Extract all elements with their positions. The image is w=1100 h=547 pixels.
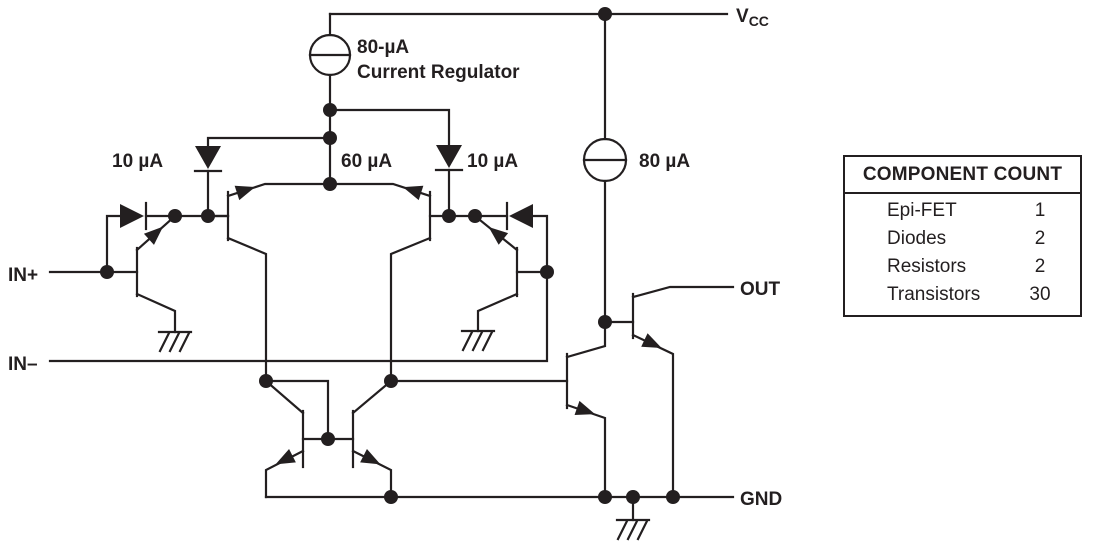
vcc-pin-label: VCC	[736, 6, 769, 29]
component-count-title: COMPONENT COUNT	[845, 157, 1080, 194]
component-count-value: 2	[1034, 228, 1046, 249]
ground-symbol	[460, 329, 496, 352]
table-row: Diodes 2	[845, 225, 1080, 253]
regulator-value-label: 80-µA	[357, 37, 409, 58]
table-row: Transistors 30	[845, 281, 1080, 309]
emitter-arrow	[400, 179, 424, 201]
out-pin-label: OUT	[740, 279, 781, 300]
output-current-source	[582, 12, 628, 324]
left-middle-transistor	[206, 190, 268, 383]
component-name: Resistors	[887, 256, 967, 277]
regulator-name-label: Current Regulator	[357, 62, 520, 83]
table-row: Epi-FET 1	[845, 197, 1080, 225]
left-current-label: 10 µA	[112, 151, 163, 172]
tail-node-wires	[226, 179, 432, 201]
right-current-label: 10 µA	[467, 151, 518, 172]
driver-transistor	[389, 320, 607, 499]
emitter-arrow	[360, 449, 384, 471]
left-bias-diode	[193, 136, 332, 218]
junction-dots	[100, 7, 680, 504]
current-regulator	[308, 12, 352, 186]
output-transistor	[603, 285, 735, 499]
component-count-value: 1	[1034, 200, 1046, 221]
in-plus-pin-label: IN+	[8, 265, 38, 286]
component-name: Diodes	[887, 228, 947, 249]
emitter-arrow	[641, 333, 665, 355]
ground-symbol	[615, 518, 651, 541]
output-current-label: 80 µA	[639, 151, 690, 172]
ground-symbol	[157, 330, 193, 353]
component-count-table: COMPONENT COUNT Epi-FET 1 Diodes 2 Resis…	[843, 155, 1082, 317]
emitter-arrow	[574, 400, 598, 422]
in-plus-branch	[48, 201, 230, 353]
component-count-value: 2	[1034, 256, 1046, 277]
emitter-arrow	[234, 179, 258, 201]
table-row: Resistors 2	[845, 253, 1080, 281]
right-bias-diode	[328, 108, 464, 218]
component-count-value: 30	[1029, 284, 1051, 305]
bottom-current-mirror	[264, 379, 393, 499]
component-name: Transistors	[887, 284, 981, 305]
gnd-pin-label: GND	[740, 489, 782, 510]
tail-current-label: 60 µA	[341, 151, 392, 172]
emitter-arrow	[272, 449, 296, 471]
component-count-rows: Epi-FET 1 Diodes 2 Resistors 2 Transisto…	[845, 194, 1080, 309]
gnd-rail	[264, 495, 735, 541]
in-minus-branch	[48, 201, 549, 363]
in-minus-pin-label: IN–	[8, 354, 38, 375]
component-name: Epi-FET	[887, 200, 957, 221]
